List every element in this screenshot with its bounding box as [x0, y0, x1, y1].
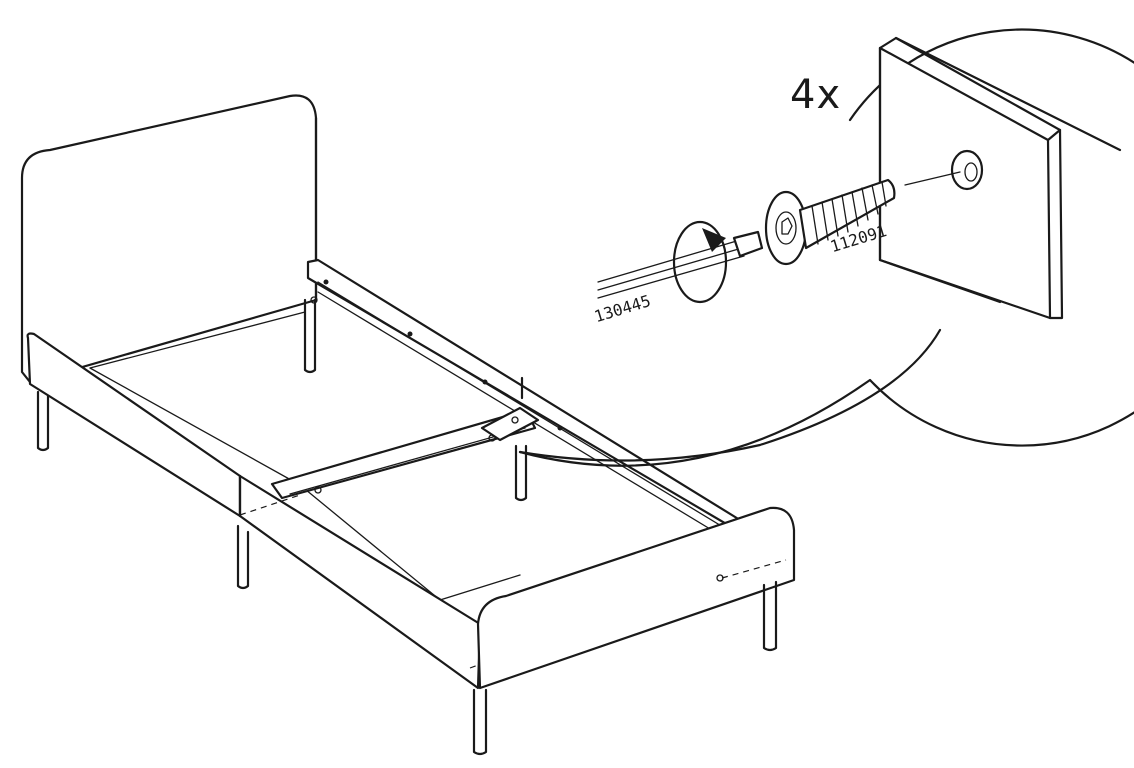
detail-callout	[518, 28, 1134, 467]
side-rail-right	[306, 258, 742, 536]
footboard	[476, 506, 796, 690]
footboard-leg-left	[472, 688, 488, 756]
headboard-leg-left	[36, 390, 50, 452]
cross-bar	[270, 406, 540, 500]
middle-leg-front	[236, 524, 250, 590]
headboard-leg-right	[303, 298, 317, 374]
bed-base-panel	[89, 311, 521, 601]
allen-key-130445	[597, 230, 764, 299]
headboard	[20, 94, 318, 384]
detail-panel	[878, 36, 1122, 320]
footboard-leg-right	[762, 580, 778, 652]
detail-hole	[904, 149, 984, 191]
quantity-label: 4x	[790, 72, 842, 118]
rotation-arrow-icon	[672, 220, 728, 304]
screw-112091	[764, 178, 896, 266]
middle-leg-back	[514, 444, 528, 502]
